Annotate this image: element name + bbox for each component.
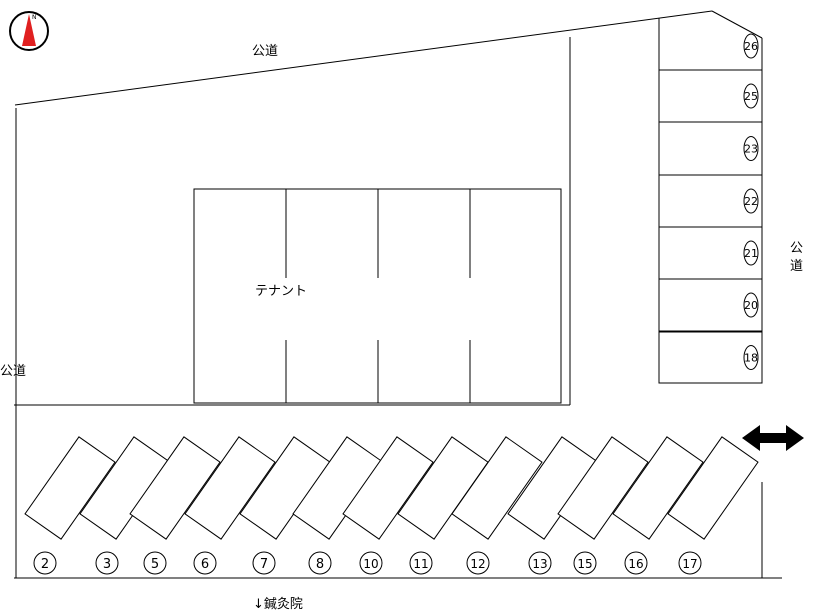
slot-number: 20 [744, 299, 758, 312]
slot-outline [451, 436, 543, 540]
right-parking-column: 26 25 23 22 21 20 18 [658, 18, 763, 384]
road-label-left: 公道 [0, 364, 26, 379]
slot-number: 15 [577, 557, 592, 571]
slot-number-badge [409, 551, 433, 575]
slot-number: 8 [316, 557, 324, 572]
slot-number-badge [308, 551, 332, 575]
bottom-parking-slot: 17 [667, 436, 759, 575]
bottom-parking-slot: 5 [129, 436, 221, 575]
slot-number-badge [466, 551, 490, 575]
right-parking-slot: 18 [658, 331, 763, 384]
top-boundary [14, 10, 713, 106]
slot-number-badge [528, 551, 552, 575]
bottom-parking-slot: 10 [342, 436, 434, 575]
slot-number-badge [33, 551, 57, 575]
slot-number-badge [193, 551, 217, 575]
bottom-parking-slot: 6 [184, 436, 276, 575]
road-label-right-2: 道 [790, 259, 803, 274]
slot-number: 17 [682, 557, 697, 571]
slot-number: 10 [363, 557, 378, 571]
building-label: テナント [255, 284, 307, 299]
slot-number-badge [743, 292, 759, 318]
slot-number-badge [573, 551, 597, 575]
slot-number-badge [678, 551, 702, 575]
slot-number: 7 [260, 557, 268, 572]
slot-number-badge [252, 551, 276, 575]
bottom-parking-slot: 8 [292, 436, 384, 575]
slot-number-badge [143, 551, 167, 575]
bottom-parking-slot: 15 [557, 436, 649, 575]
slot-number: 22 [744, 195, 758, 208]
slot-number-badge [743, 345, 759, 370]
bottom-parking-row: 2 3 5 6 7 8 10 11 12 13 15 16 17 [24, 436, 759, 575]
slot-number-badge [743, 240, 759, 266]
bottom-parking-slot: 11 [397, 436, 489, 575]
right-parking-slot: 21 [658, 226, 763, 280]
road-label-top: 公道 [252, 44, 278, 59]
slot-number-badge [624, 551, 648, 575]
slot-outline [557, 436, 649, 540]
slot-number: 26 [744, 40, 758, 53]
slot-number: 2 [41, 557, 49, 572]
slot-outline [342, 436, 434, 540]
slot-number: 23 [744, 143, 758, 156]
right-parking-slot: 20 [658, 278, 763, 332]
slot-outline [612, 436, 704, 540]
slot-number-badge [743, 33, 759, 59]
slot-number: 13 [532, 557, 547, 571]
slot-number-badge [743, 83, 759, 109]
slot-number: 11 [413, 557, 428, 571]
bottom-parking-slot: 16 [612, 436, 704, 575]
slot-number: 12 [470, 557, 485, 571]
slot-number: 5 [151, 557, 159, 572]
slot-outline [129, 436, 221, 540]
slot-outline [658, 278, 763, 332]
top-right-boundary [711, 10, 763, 39]
two-way-arrow-icon [742, 425, 804, 451]
compass-north-label: N [32, 14, 37, 21]
bottom-parking-slot: 12 [451, 436, 543, 575]
slot-number: 21 [744, 247, 758, 260]
tenant-building: テナント [193, 188, 562, 404]
slot-number-badge [743, 188, 759, 214]
right-parking-slot: 26 [659, 33, 762, 71]
road-label-right-1: 公 [790, 241, 803, 256]
slot-number: 18 [744, 352, 758, 365]
right-parking-slot: 25 [658, 69, 763, 123]
slot-number: 25 [744, 90, 758, 103]
slot-outline [667, 436, 759, 540]
right-parking-slot: 23 [658, 121, 763, 176]
slot-outline [658, 331, 763, 384]
slot-number: 16 [628, 557, 643, 571]
compass-arrow-icon [22, 14, 36, 46]
lot-outline [14, 10, 782, 579]
slot-outline [24, 436, 116, 540]
slot-number-badge [95, 551, 119, 575]
bottom-parking-slot: 2 [24, 436, 116, 575]
slot-number-badge [359, 551, 383, 575]
bottom-parking-slot: 13 [507, 436, 599, 575]
slot-number: 3 [103, 557, 111, 572]
north-compass: N [9, 11, 49, 51]
slot-number: 6 [201, 557, 209, 572]
right-parking-slot: 22 [658, 174, 763, 228]
slot-outline [184, 436, 276, 540]
bottom-direction-label: ↓鍼灸院 [253, 596, 303, 612]
slot-number-badge [743, 136, 759, 161]
